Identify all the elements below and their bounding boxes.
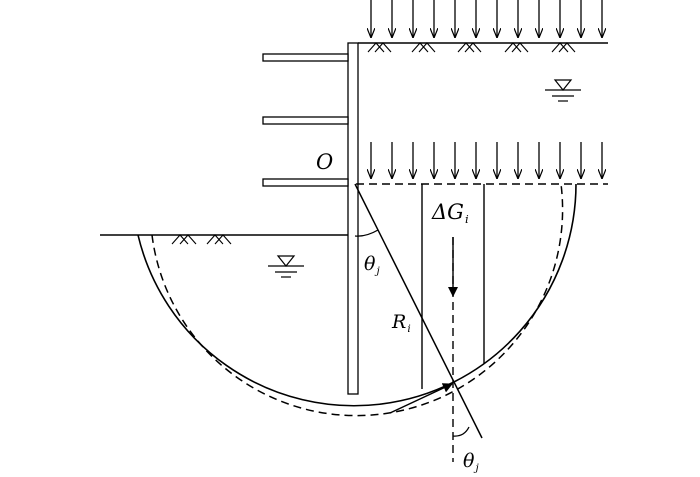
delta-g-label: ΔGi (432, 202, 469, 226)
theta-upper-label: θj (364, 255, 380, 276)
slip-circle-inner (151, 183, 564, 417)
top-surcharge-load (371, 0, 602, 38)
radius-sub: i (407, 322, 411, 335)
soil-slice (421, 184, 485, 389)
radius-main: R (392, 311, 407, 333)
theta-lower-main: θ (463, 450, 475, 472)
tangent-force-arrow (389, 383, 453, 414)
theta-upper-main: θ (364, 253, 376, 275)
radius-line (354, 183, 483, 439)
soil-hatch-icon (171, 234, 232, 245)
strut-1 (262, 53, 349, 62)
slip-circle-outer (137, 183, 577, 407)
water-level-icon (545, 79, 581, 102)
origin-label: O (316, 150, 334, 174)
strut-2 (262, 116, 349, 125)
soil-hatch-icon (367, 42, 576, 53)
delta-g-main: ΔG (432, 200, 464, 224)
theta-lower-label: θj (463, 452, 479, 473)
radius-label: Ri (392, 313, 411, 334)
angle-arc-upper (354, 229, 379, 237)
water-level-icon (268, 255, 304, 278)
angle-arc-lower (452, 426, 470, 437)
excavation-surcharge-load (371, 142, 602, 179)
theta-upper-sub: j (376, 264, 380, 277)
retaining-wall (347, 42, 359, 395)
delta-g-sub: i (464, 212, 469, 227)
strut-3 (262, 178, 349, 187)
theta-lower-sub: j (475, 461, 479, 474)
